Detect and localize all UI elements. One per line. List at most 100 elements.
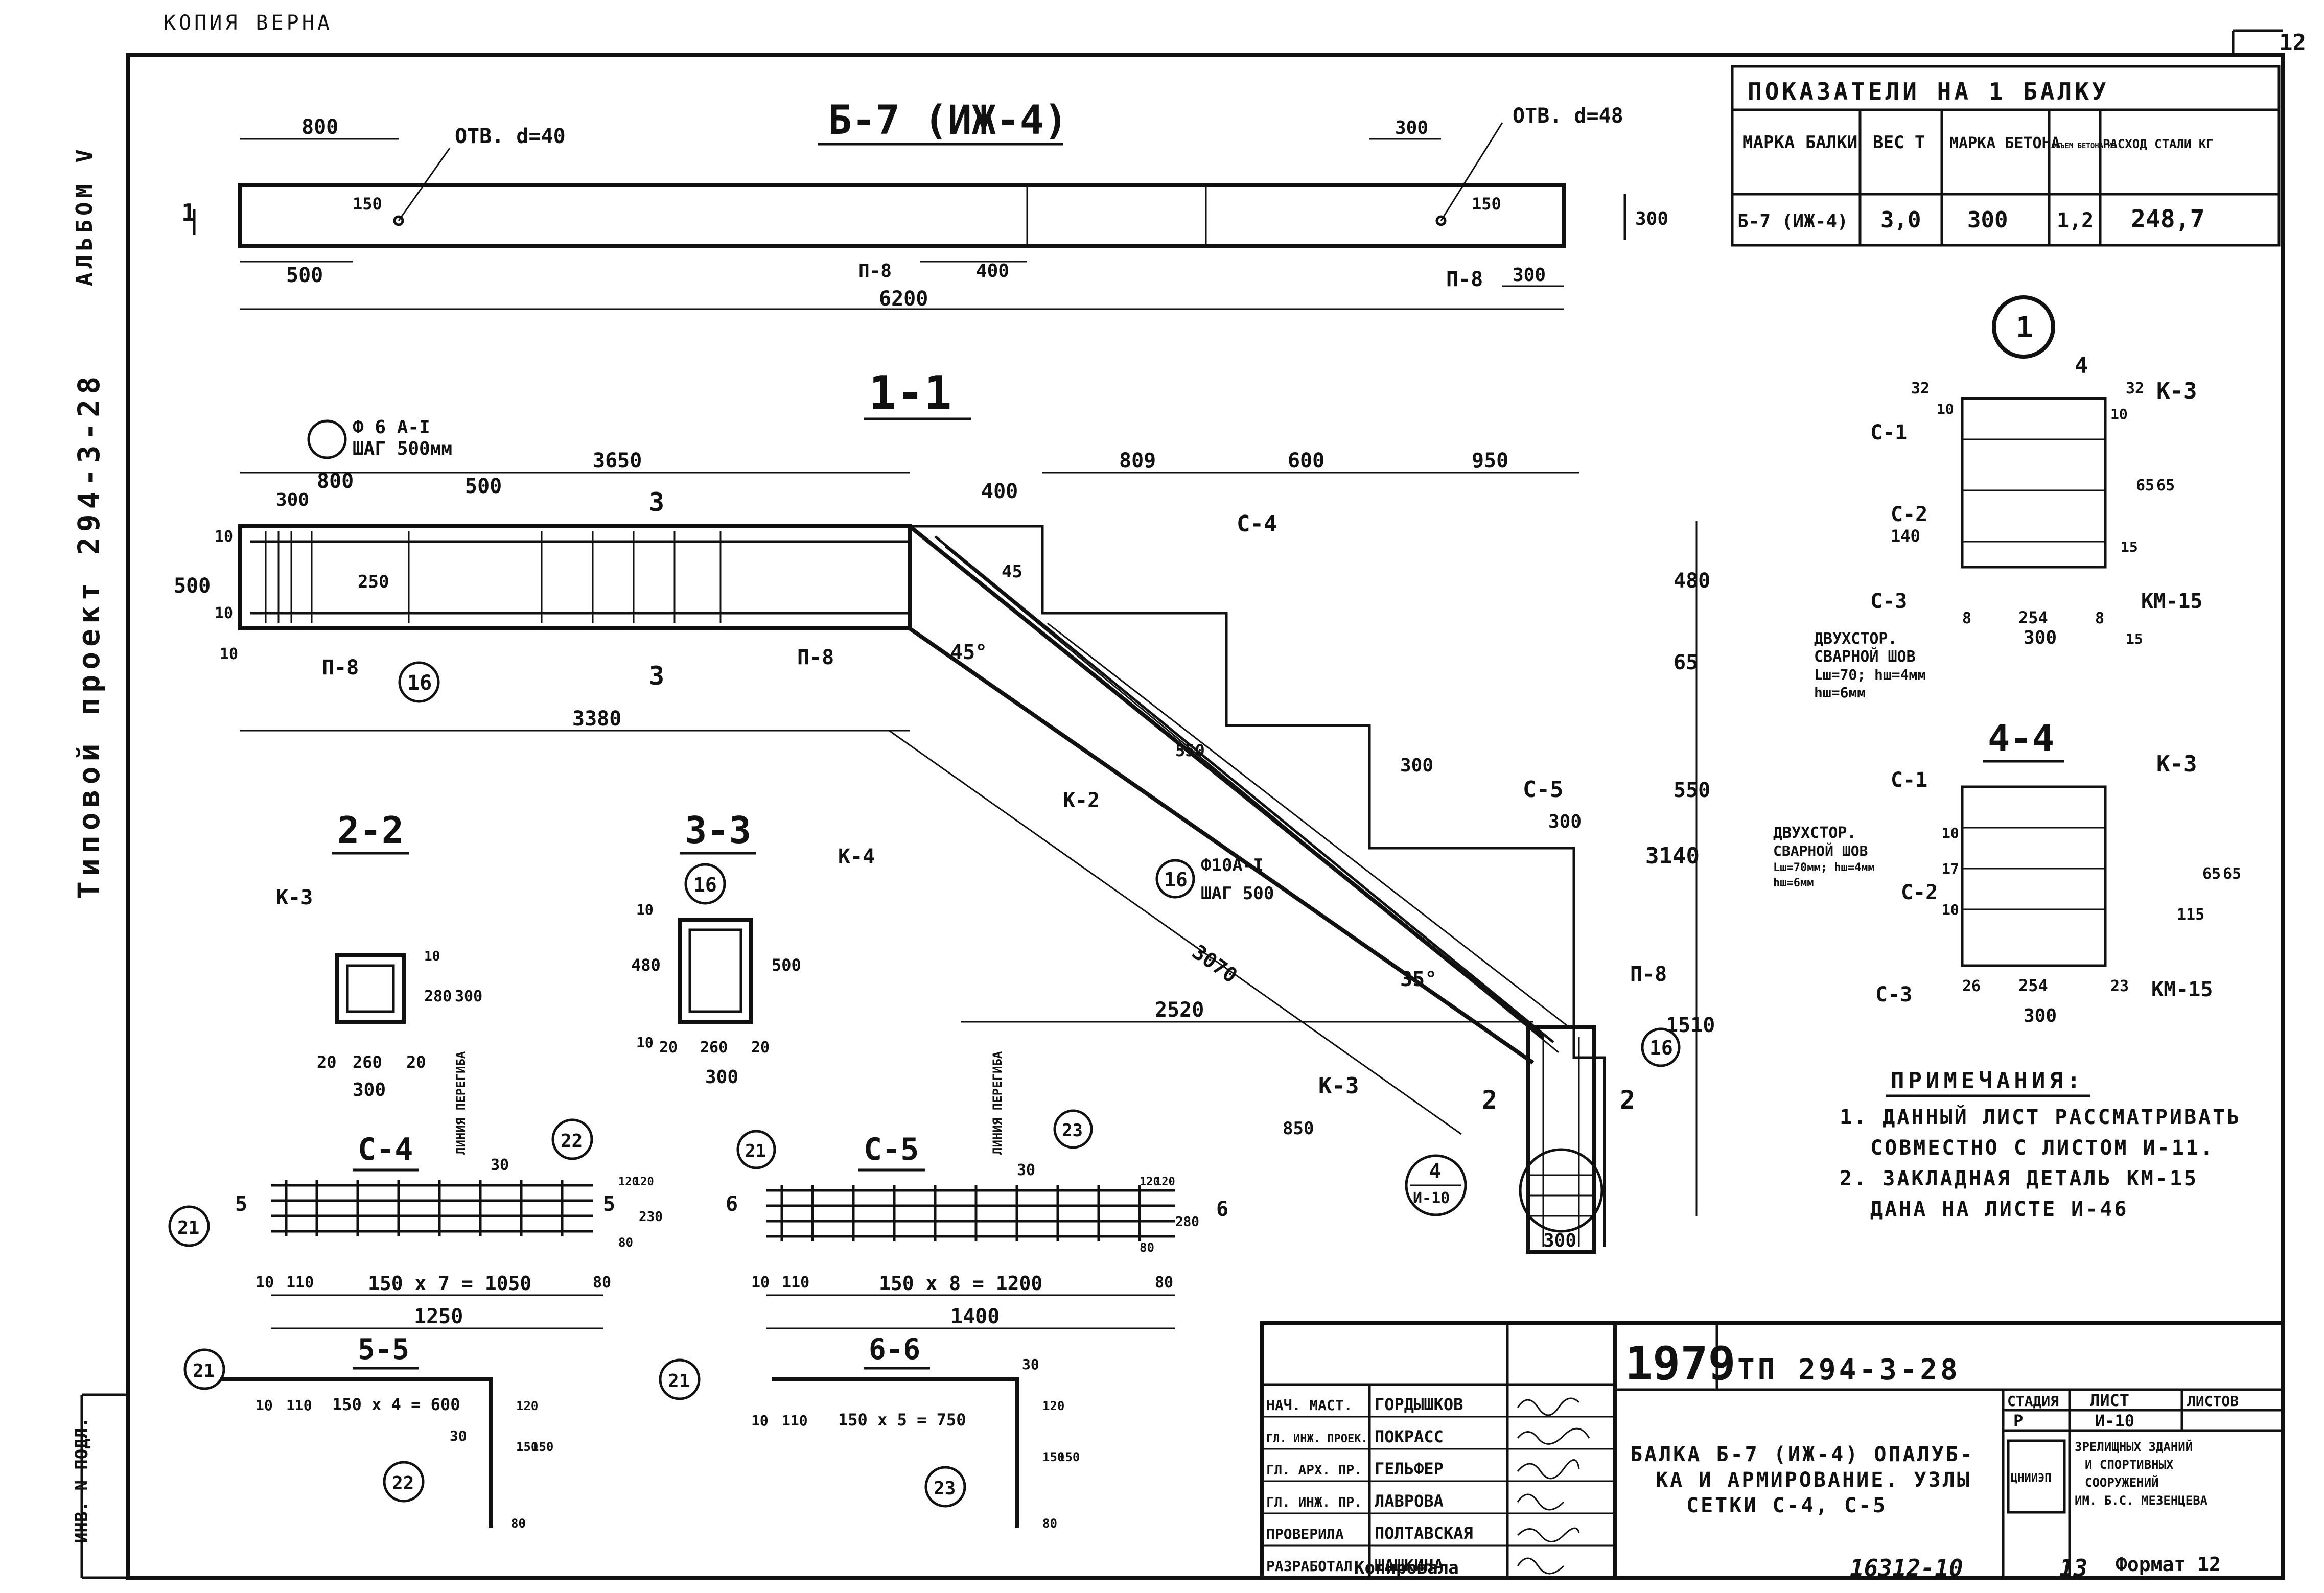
s33-section — [678, 918, 753, 1024]
dim-800b: 800 — [317, 470, 354, 493]
rebar-note-b: ШАГ 500мм — [353, 438, 452, 459]
s22-d20b: 20 — [406, 1052, 426, 1072]
tb-stage-v2: И-10 — [2095, 1411, 2134, 1431]
s66-v150: 150 — [1042, 1450, 1064, 1464]
dim-6200: 6200 — [879, 287, 928, 311]
section-4-4-title: 4-4 — [1988, 717, 2054, 760]
tb-name-3: ГЕЛЬФЕР — [1375, 1459, 1444, 1479]
v-550: 550 — [1674, 779, 1710, 802]
n1-d15: 15 — [2126, 630, 2143, 647]
cut-mark-left-label: 1 — [181, 199, 196, 226]
label-p8-left: П-8 — [858, 261, 892, 282]
section-5-5-title: 5-5 — [358, 1333, 409, 1366]
node-1-section — [1961, 397, 2107, 569]
c5-d30: 30 — [1017, 1161, 1035, 1179]
section-3-3-title: 3-3 — [685, 809, 751, 852]
s33-v480: 480 — [631, 955, 661, 975]
callout-10 — [307, 419, 347, 459]
s55-v120a: 120 — [516, 1399, 538, 1413]
tb-role-1: НАЧ. МАСТ. — [1266, 1397, 1353, 1414]
s66-d110: 110 — [782, 1412, 808, 1429]
hole-left-label: ОТВ. d=40 — [455, 125, 566, 148]
n1-d300: 300 — [2024, 627, 2057, 648]
s66-callout-23 — [924, 1466, 966, 1508]
n1-d8b: 8 — [2095, 610, 2104, 627]
s44-weld-2: СВАРНОЙ ШОВ — [1773, 842, 1868, 859]
footer-sheet-code: 16312-10 — [1850, 1554, 1963, 1582]
dim-800: 800 — [301, 115, 338, 139]
c4-v120a: 120 — [618, 1176, 639, 1188]
c4-v80: 80 — [618, 1235, 633, 1250]
s44-c2: С-2 — [1901, 881, 1938, 904]
footer-sheet-num: 13 — [2059, 1554, 2087, 1582]
callout-16b-text: 16 — [1164, 869, 1188, 891]
s22-v10: 10 — [424, 949, 440, 964]
c5-d110: 110 — [782, 1274, 809, 1292]
s66-callout-21 — [659, 1358, 701, 1400]
mesh-c4-title: С-4 — [358, 1132, 413, 1167]
dim-950: 950 — [1472, 449, 1508, 473]
s33-d260: 260 — [700, 1039, 728, 1057]
s33-callout-text: 16 — [693, 874, 717, 896]
cut-3-bottom: 3 — [649, 661, 664, 691]
s22-section — [335, 953, 406, 1024]
n1-d10b: 10 — [2110, 406, 2128, 423]
angle-35: 35° — [1400, 968, 1437, 991]
c4-dstep: 150 x 7 = 1050 — [368, 1272, 531, 1295]
c4-callout-22-text: 22 — [561, 1131, 583, 1152]
dim-600: 600 — [1288, 449, 1324, 473]
s22-v280: 280 — [424, 988, 452, 1005]
title-block — [1260, 1321, 2285, 1580]
s44-d26: 26 — [1962, 977, 1981, 995]
table-col-weight: ВЕС Т — [1873, 132, 1925, 153]
tb-org-logo — [2007, 1439, 2066, 1514]
c5-cut6a: 6 — [726, 1192, 738, 1216]
cut-2-left: 2 — [1482, 1085, 1497, 1115]
tb-name-4: ЛАВРОВА — [1375, 1491, 1444, 1511]
n1-d254: 254 — [2018, 608, 2048, 627]
node-1-title: 1 — [2016, 311, 2033, 344]
rebar-note-c: Ф10А-I — [1201, 855, 1264, 876]
note-line-2: СОВМЕСТНО С ЛИСТОМ И-11. — [1870, 1136, 2215, 1160]
angle-45b: 45 — [1002, 561, 1022, 582]
dim-400: 400 — [976, 261, 1009, 282]
s44-weld-1: ДВУХСТОР. — [1773, 824, 1856, 842]
c5-v280: 280 — [1175, 1214, 1199, 1230]
c5-dtotal: 1400 — [950, 1305, 1000, 1328]
s44-v10b: 10 — [1942, 901, 1959, 918]
s66-dstep: 150 x 5 = 750 — [838, 1410, 966, 1430]
v-1510: 1510 — [1666, 1014, 1715, 1037]
n1-c3: С-3 — [1870, 590, 1907, 613]
s55-v150b: 150 — [531, 1440, 553, 1454]
v-480: 480 — [1674, 569, 1710, 593]
beam-section-inclined — [908, 524, 1606, 1254]
table-val-weight: 3,0 — [1880, 207, 1921, 233]
tb-stage-h3: ЛИСТОВ — [2187, 1393, 2239, 1410]
s22-k3: К-3 — [276, 886, 313, 909]
tb-stage-h1: СТАДИЯ — [2007, 1393, 2059, 1410]
tb-role-4: ГЛ. ИНЖ. ПР. — [1266, 1495, 1362, 1510]
s22-stirrup — [346, 964, 395, 1013]
beam-section-horizontal — [238, 524, 912, 630]
note-line-1: 1. ДАННЫЙ ЛИСТ РАССМАТРИВАТЬ — [1840, 1105, 2241, 1129]
label-p8-right: П-8 — [1446, 268, 1483, 291]
c4-v230: 230 — [639, 1209, 663, 1225]
s66-callout-23-text: 23 — [934, 1478, 956, 1499]
note-line-4: ДАНА НА ЛИСТЕ И-46 — [1870, 1198, 2128, 1221]
table-col-volume: ОБЪЕМ БЕТОНА М3 — [2052, 142, 2116, 150]
tb-org-4: ИМ. Б.С. МЕЗЕНЦЕВА — [2075, 1493, 2208, 1508]
tb-name-2: ПОКРАСС — [1375, 1427, 1444, 1446]
dim-500: 500 — [286, 264, 323, 287]
dim-3380: 3380 — [572, 707, 621, 731]
cut-2-right: 2 — [1620, 1085, 1635, 1115]
tb-year: 1979 — [1625, 1337, 1736, 1391]
footer-format: Формат 12 — [2116, 1553, 2221, 1576]
n1-weld-1: ДВУХСТОР. — [1814, 630, 1897, 648]
cut-3-top: 3 — [649, 487, 664, 517]
s44-c1: С-1 — [1891, 768, 1927, 792]
s22-d260: 260 — [353, 1052, 382, 1072]
dim-300d: 300 — [276, 489, 309, 510]
footer-copied: Копировала — [1354, 1558, 1459, 1578]
c4-d30: 30 — [491, 1156, 509, 1174]
dim-3070: 3070 — [1188, 941, 1241, 988]
